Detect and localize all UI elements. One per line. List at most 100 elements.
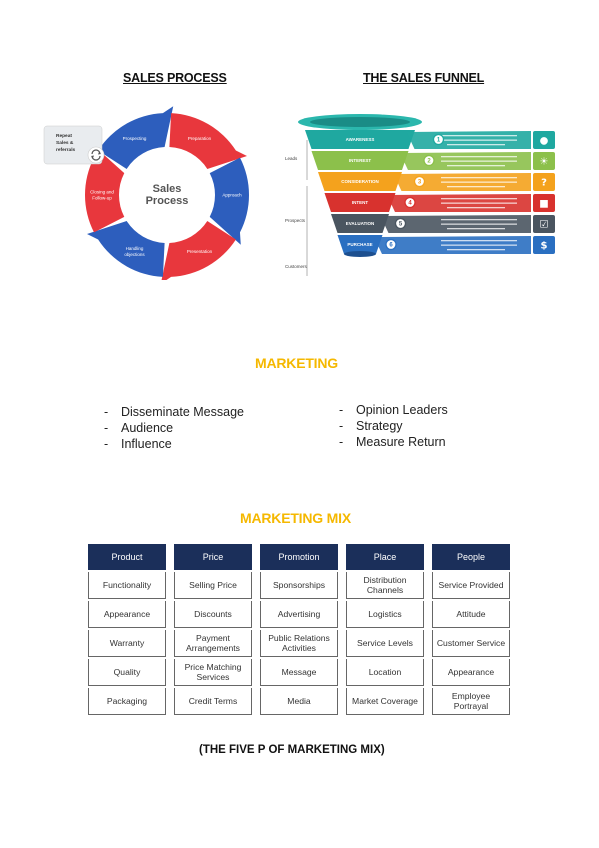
funnel-desc-line [441,160,517,162]
funnel-desc-line [447,165,505,167]
funnel-step-circle [404,196,416,209]
shopping-cart-icon-glyph: ■ [539,199,548,210]
marketing-title: MARKETING [255,355,338,371]
checkbox-icon-glyph: ☑ [540,220,549,231]
list-item: -Strategy [339,419,403,433]
funnel-step-number: 4 [408,201,412,207]
cycle-segment [161,221,236,280]
cycle-center [122,150,212,240]
funnel-stage-label: AWARENESS [346,137,375,142]
funnel-step-circle [394,217,407,230]
question-mark-icon [533,173,555,191]
mix-cell: Public Relations Activities [260,630,338,657]
funnel-desc-line [447,186,505,188]
sales-process-title: SALES PROCESS [123,71,227,85]
funnel-step-number: 2 [427,159,431,165]
lightbulb-icon [533,152,555,170]
repeat-note-line3: referrals [56,147,76,153]
funnel-stage-label: CONSIDERATION [341,179,378,184]
cycle-segment [169,113,247,169]
funnel-stage-label: EVALUATION [346,221,375,226]
dollar-icon [533,236,555,254]
mix-cell: Employee Portrayal [432,688,510,715]
mix-cell: Appearance [432,659,510,686]
repeat-note-line2: Sales & [56,140,74,146]
funnel-step-number: 6 [389,243,393,249]
mix-column-header: Product [88,544,166,570]
cycle-segment [209,157,249,245]
mix-cell: Quality [88,659,166,686]
cycle-segment [87,221,165,277]
funnel-rim-inner [310,117,410,127]
funnel-desc-line [441,223,517,225]
list-item: -Audience [104,421,174,435]
funnel-side-label: Customers [285,264,308,269]
funnel-side-label: Prospects [285,218,306,223]
funnel-desc-line [447,249,505,251]
mix-column-header: People [432,544,510,570]
mix-cell: Service Levels [346,630,424,657]
cycle-stage-label: Approach [222,193,242,198]
funnel-desc-line [441,244,517,246]
funnel-desc-line [441,219,517,221]
funnel-step-number: 3 [418,180,422,186]
funnel-desc-line [441,202,517,204]
funnel-desc-line [447,144,505,146]
funnel-step-number: 1 [437,138,441,144]
cycle-center-label: Process [146,195,189,207]
funnel-desc-line [441,198,517,200]
funnel-desc-line [447,207,505,209]
funnel-segment [331,214,389,233]
cycle-stage-label: Closing and [90,190,114,195]
mix-cell: Appearance [88,601,166,628]
mix-cell: Service Provided [432,572,510,599]
mix-cell: Advertising [260,601,338,628]
mix-cell: Payment Arrangements [174,630,252,657]
list-item: -Disseminate Message [104,405,244,419]
funnel-segment [318,172,402,191]
mix-cell: Selling Price [174,572,252,599]
cycle-segment [85,145,125,233]
mix-cell: Customer Service [432,630,510,657]
mix-cell: Media [260,688,338,715]
funnel-step-number: 5 [399,222,403,228]
marketing-mix-caption: (THE FIVE P OF MARKETING MIX) [199,744,385,756]
funnel-segment [324,193,396,212]
chat-bubble-icon [533,131,555,149]
marketing-left-list: -Disseminate Message -Audience -Influenc… [104,404,244,452]
funnel-desc-line [441,139,517,141]
list-item: -Measure Return [339,435,446,449]
funnel-stage-label: INTENT [352,200,369,205]
mix-cell: Attitude [432,601,510,628]
mix-cell: Market Coverage [346,688,424,715]
funnel-desc-line [447,228,505,230]
cycle-stage-label: Prospecting [123,136,147,141]
marketing-mix-title: MARKETING MIX [240,510,351,526]
repeat-note-line1: Repeat [56,133,72,139]
mix-cell: Price Matching Services [174,659,252,686]
funnel-step-circle [423,154,435,167]
question-mark-icon-glyph: ? [541,178,547,189]
funnel-stage-label: INTEREST [349,158,372,163]
cycle-stage-label: Follow-up [92,196,112,201]
funnel-desc-line [441,181,517,183]
funnel-step-circle [413,175,426,188]
list-item: -Opinion Leaders [339,403,448,417]
cycle-stage-label: Presentation [187,249,213,254]
lightbulb-icon-glyph: ☀ [540,157,549,168]
mix-cell: Logistics [346,601,424,628]
mix-column-header: Price [174,544,252,570]
cycle-stage-label: objections [124,252,145,257]
mix-cell: Credit Terms [174,688,252,715]
refresh-icon [87,146,105,164]
mix-cell: Message [260,659,338,686]
mix-cell: Sponsorships [260,572,338,599]
mix-cell: Functionality [88,572,166,599]
funnel-step-circle [385,238,397,251]
mix-column-header: Place [346,544,424,570]
